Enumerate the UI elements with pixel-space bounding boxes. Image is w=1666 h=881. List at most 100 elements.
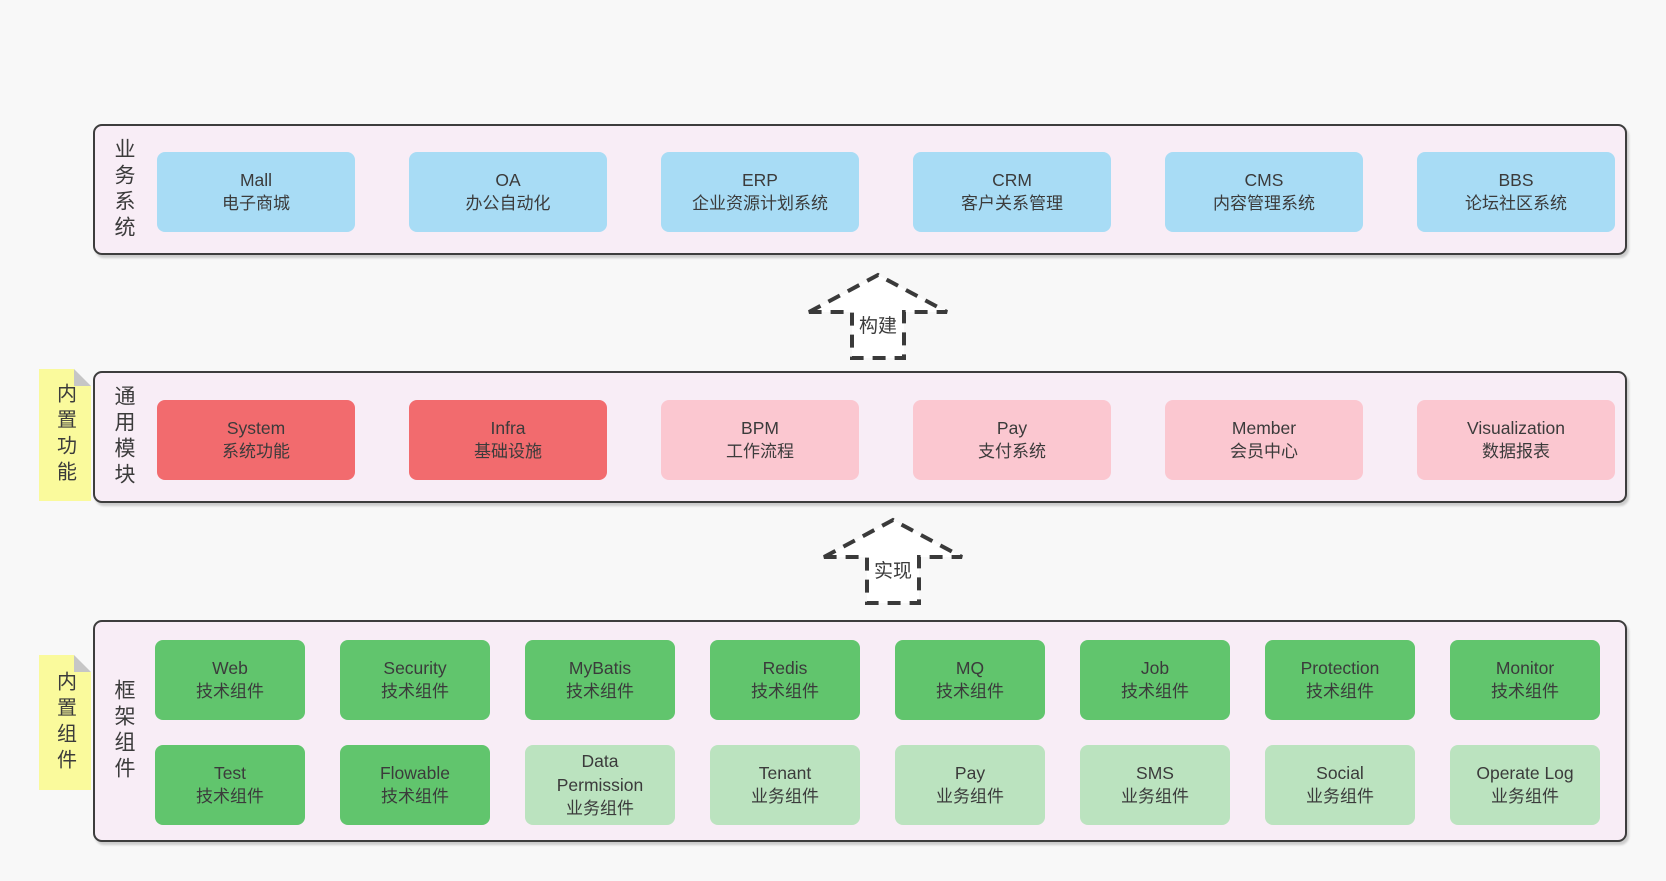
box-name: Test (213, 763, 247, 783)
box-desc: 技术组件 (1121, 682, 1189, 701)
box-name: MQ (955, 658, 985, 678)
box-desc: 业务组件 (1121, 787, 1189, 806)
box-infra: Infra 基础设施 (409, 400, 607, 480)
box-cms: CMS 内容管理系统 (1165, 152, 1363, 232)
box-desc: 业务组件 (751, 787, 819, 806)
box-name: Social (1316, 763, 1364, 783)
box-name: Mall (239, 170, 273, 190)
box-name: Pay (954, 763, 986, 783)
framework-row-1: Web 技术组件 Security 技术组件 MyBatis 技术组件 Redi… (155, 640, 1600, 720)
box-pay-module: Pay 支付系统 (913, 400, 1111, 480)
box-desc: 论坛社区系统 (1465, 194, 1567, 213)
box-desc: 内容管理系统 (1213, 194, 1315, 213)
box-name: MyBatis (568, 658, 632, 678)
box-job: Job 技术组件 (1080, 640, 1230, 720)
box-name: Member (1231, 418, 1297, 438)
box-test: Test 技术组件 (155, 745, 305, 825)
box-name: Web (212, 658, 248, 678)
box-visualization: Visualization 数据报表 (1417, 400, 1615, 480)
box-name: Flowable (379, 763, 451, 783)
sticky-label: 内置功能 (53, 383, 76, 487)
box-desc: 技术组件 (196, 787, 264, 806)
box-data-permission: Data Permission 业务组件 (525, 745, 675, 825)
box-desc: 技术组件 (1306, 682, 1374, 701)
band-common-modules: 通用模块 System 系统功能 Infra 基础设施 BPM 工作流程 Pay… (93, 371, 1627, 503)
box-desc: 技术组件 (196, 682, 264, 701)
box-name: Redis (762, 658, 808, 678)
build-arrow: 构建 (806, 271, 950, 363)
box-desc: 办公自动化 (465, 194, 551, 213)
box-erp: ERP 企业资源计划系统 (661, 152, 859, 232)
box-name: Pay (996, 418, 1028, 438)
dashed-up-arrow-icon (823, 517, 963, 605)
box-bpm: BPM 工作流程 (661, 400, 859, 480)
box-name: Monitor (1495, 658, 1555, 678)
sticky-note-builtin-features: 内置功能 (39, 369, 91, 501)
box-name: CMS (1244, 170, 1284, 190)
band-business-label: 业务系统 (112, 137, 135, 242)
implement-arrow-label: 实现 (873, 561, 912, 582)
band-framework-label: 框架组件 (112, 679, 135, 783)
business-row: Mall 电子商城 OA 办公自动化 ERP 企业资源计划系统 CRM 客户关系… (157, 152, 1615, 232)
box-mall: Mall 电子商城 (157, 152, 355, 232)
band-modules-label: 通用模块 (112, 385, 135, 489)
dashed-up-arrow-icon (808, 272, 948, 360)
box-security: Security 技术组件 (340, 640, 490, 720)
box-name: Operate Log (1476, 763, 1574, 783)
box-name: BPM (741, 418, 779, 438)
box-desc: 企业资源计划系统 (692, 194, 828, 213)
box-desc: 数据报表 (1482, 442, 1550, 461)
box-desc: 系统功能 (222, 442, 290, 461)
box-mq: MQ 技术组件 (895, 640, 1045, 720)
box-desc: 工作流程 (726, 442, 794, 461)
sticky-label: 内置组件 (53, 670, 76, 775)
box-name: Tenant (758, 763, 812, 783)
box-tenant: Tenant 业务组件 (710, 745, 860, 825)
box-desc: 技术组件 (381, 787, 449, 806)
box-desc: 会员中心 (1230, 442, 1298, 461)
box-desc: 基础设施 (474, 442, 542, 461)
box-mybatis: MyBatis 技术组件 (525, 640, 675, 720)
box-desc: 业务组件 (936, 787, 1004, 806)
box-monitor: Monitor 技术组件 (1450, 640, 1600, 720)
box-protection: Protection 技术组件 (1265, 640, 1415, 720)
box-social: Social 业务组件 (1265, 745, 1415, 825)
box-desc: 技术组件 (566, 682, 634, 701)
box-web: Web 技术组件 (155, 640, 305, 720)
box-desc: 业务组件 (1306, 787, 1374, 806)
box-desc: 业务组件 (1491, 787, 1559, 806)
framework-row-2: Test 技术组件 Flowable 技术组件 Data Permission … (155, 745, 1600, 825)
box-desc: 技术组件 (751, 682, 819, 701)
box-member: Member 会员中心 (1165, 400, 1363, 480)
box-name: ERP (742, 170, 778, 190)
build-arrow-label: 构建 (858, 316, 897, 337)
box-name: Security (383, 658, 447, 678)
box-name: Protection (1300, 658, 1380, 678)
box-oa: OA 办公自动化 (409, 152, 607, 232)
sticky-note-builtin-components: 内置组件 (39, 655, 91, 790)
box-name: Visualization (1467, 418, 1565, 438)
box-name: Data Permission (556, 751, 644, 795)
box-name: BBS (1498, 170, 1534, 190)
modules-row: System 系统功能 Infra 基础设施 BPM 工作流程 Pay 支付系统… (157, 400, 1615, 480)
box-desc: 支付系统 (978, 442, 1046, 461)
box-name: OA (495, 170, 521, 190)
box-name: CRM (992, 170, 1032, 190)
box-pay-component: Pay 业务组件 (895, 745, 1045, 825)
box-name: Infra (490, 418, 526, 438)
implement-arrow: 实现 (821, 516, 965, 608)
band-framework-components: 框架组件 Web 技术组件 Security 技术组件 MyBatis 技术组件… (93, 620, 1627, 842)
box-desc: 电子商城 (222, 194, 290, 213)
box-sms: SMS 业务组件 (1080, 745, 1230, 825)
box-crm: CRM 客户关系管理 (913, 152, 1111, 232)
band-business-systems: 业务系统 Mall 电子商城 OA 办公自动化 ERP 企业资源计划系统 CRM… (93, 124, 1627, 255)
box-system: System 系统功能 (157, 400, 355, 480)
box-name: Job (1140, 658, 1170, 678)
box-desc: 技术组件 (936, 682, 1004, 701)
box-desc: 技术组件 (381, 682, 449, 701)
box-name: System (226, 418, 286, 438)
box-operate-log: Operate Log 业务组件 (1450, 745, 1600, 825)
box-desc: 业务组件 (566, 799, 634, 818)
box-flowable: Flowable 技术组件 (340, 745, 490, 825)
